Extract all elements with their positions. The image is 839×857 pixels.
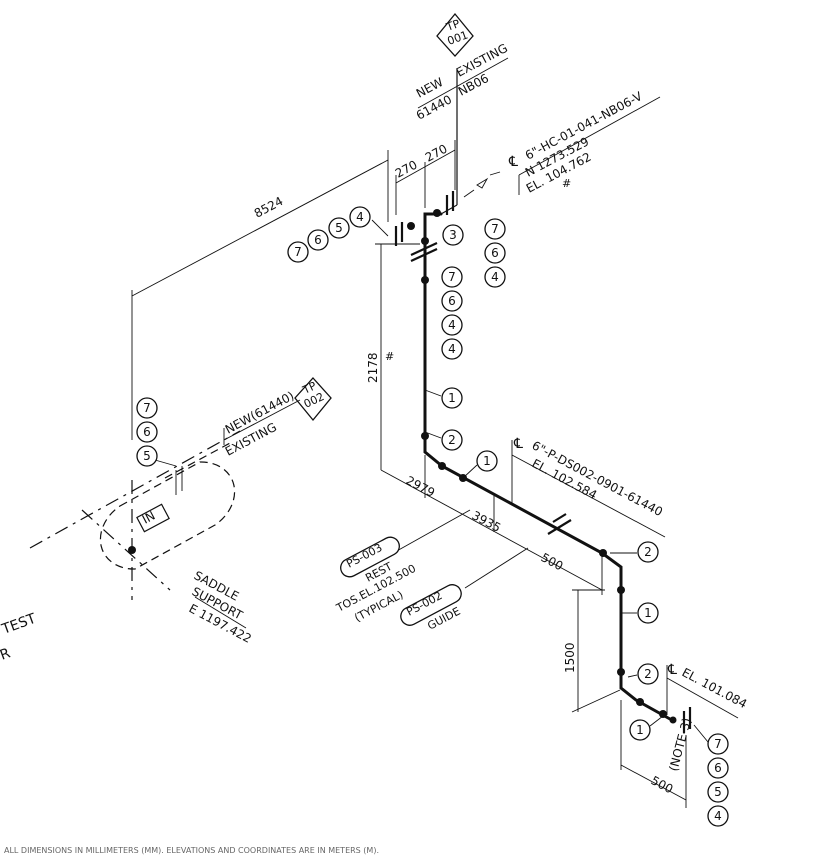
balloon: 7 — [707, 733, 729, 755]
balloon: 6 — [136, 421, 158, 443]
svg-text:2: 2 — [448, 433, 456, 447]
svg-text:3: 3 — [449, 228, 457, 242]
balloon: 4 — [349, 206, 371, 228]
svg-text:1: 1 — [636, 723, 644, 737]
svg-text:℄: ℄ — [513, 436, 523, 452]
svg-text:4: 4 — [491, 270, 499, 284]
balloon: 5 — [328, 217, 350, 239]
svg-text:TEST: TEST — [0, 611, 39, 638]
flange-bottom — [682, 707, 692, 733]
tie-point-001: TP 001 — [436, 12, 474, 57]
svg-text:270: 270 — [423, 142, 450, 165]
svg-text:4: 4 — [356, 210, 364, 224]
balloon: 7 — [441, 266, 463, 288]
svg-text:7: 7 — [143, 401, 151, 415]
svg-text:4: 4 — [448, 342, 456, 356]
flange-vertical — [410, 242, 438, 262]
dimension-8524: 8524 — [131, 150, 389, 440]
support-ps-002: PS-002 GUIDE — [400, 547, 529, 633]
flange-mid — [547, 513, 572, 535]
balloon: 6 — [484, 242, 506, 264]
balloon: 1 — [637, 602, 659, 624]
svg-text:7: 7 — [714, 737, 722, 751]
svg-text:7: 7 — [491, 222, 499, 236]
flange-top-left — [394, 222, 404, 246]
svg-text:7: 7 — [294, 245, 302, 259]
svg-text:6: 6 — [314, 233, 322, 247]
balloon: 2 — [637, 663, 659, 685]
note-3-label: (NOTE-3) — [666, 716, 694, 772]
footnote: ALL DIMENSIONS IN MILLIMETERS (MM). ELEV… — [4, 846, 379, 855]
balloon: 4 — [484, 266, 506, 288]
balloon: 3 — [442, 224, 464, 246]
balloon: 4 — [707, 805, 729, 827]
balloon: 6 — [707, 757, 729, 779]
balloon: 7 — [136, 397, 158, 419]
svg-text:#: # — [385, 350, 394, 363]
svg-text:2178: 2178 — [366, 352, 380, 383]
svg-text:5: 5 — [335, 221, 343, 235]
svg-text:6: 6 — [714, 761, 722, 775]
item-balloons: 7 6 5 4 3 7 6 4 7 6 4 4 1 2 7 6 5 1 2 1 … — [136, 206, 729, 827]
tie-in-top-labels: NEW EXISTING 61440 NB06 — [414, 41, 510, 123]
balloon: 5 — [707, 781, 729, 803]
instrument-connection — [463, 171, 501, 198]
svg-text:7: 7 — [448, 270, 456, 284]
balloon: 4 — [441, 338, 463, 360]
balloon: 1 — [476, 450, 498, 472]
line-label-low: ℄ EL. 101.084 — [666, 662, 749, 719]
svg-text:TP: TP — [300, 379, 319, 397]
svg-text:1: 1 — [644, 606, 652, 620]
svg-text:2979: 2979 — [404, 473, 438, 500]
balloon: 1 — [629, 719, 651, 741]
balloon: 7 — [287, 241, 309, 263]
dimension-1500: 1500 — [563, 589, 621, 713]
svg-text:2: 2 — [644, 545, 652, 559]
svg-text:1: 1 — [483, 454, 491, 468]
svg-text:4: 4 — [714, 809, 722, 823]
left-edge-text: TEST R — [0, 611, 39, 664]
svg-text:℄: ℄ — [667, 662, 677, 678]
svg-text:IN: IN — [140, 508, 158, 526]
svg-text:500: 500 — [539, 550, 566, 573]
svg-text:5: 5 — [714, 785, 722, 799]
svg-text:1: 1 — [448, 391, 456, 405]
flange-top-right — [445, 191, 455, 215]
balloon: 5 — [136, 445, 158, 467]
weld-dots — [407, 209, 677, 724]
svg-text:℄: ℄ — [508, 154, 518, 170]
tie-in-left-labels: NEW(61440) EXISTING — [223, 389, 301, 459]
svg-text:TP: TP — [444, 17, 462, 34]
balloon: 7 — [484, 218, 506, 240]
svg-text:6: 6 — [448, 294, 456, 308]
svg-text:6: 6 — [491, 246, 499, 260]
balloon: 2 — [637, 541, 659, 563]
svg-text:8524: 8524 — [252, 194, 286, 221]
svg-text:5: 5 — [143, 449, 151, 463]
svg-text:500: 500 — [649, 773, 676, 796]
balloon: 6 — [441, 290, 463, 312]
balloon: 2 — [441, 429, 463, 451]
balloon: 4 — [441, 314, 463, 336]
balloon: 6 — [307, 229, 329, 251]
line-label-mid: ℄ 6"-P-DS002-0901-61440 EL. 102.584 — [511, 436, 666, 538]
svg-text:#: # — [562, 177, 571, 190]
svg-text:4: 4 — [448, 318, 456, 332]
tie-point-002: TP 002 — [294, 377, 332, 422]
line-label-top: ℄ 6"-HC-01-041-NB06-V N 1273.529 EL. 104… — [508, 89, 661, 196]
dimension-2178: 2178 # — [366, 243, 420, 470]
svg-text:3935: 3935 — [470, 508, 504, 535]
svg-text:1500: 1500 — [563, 642, 577, 673]
svg-text:R: R — [0, 645, 13, 663]
dimension-270: 270 270 — [393, 140, 456, 215]
svg-text:2: 2 — [644, 667, 652, 681]
svg-text:6: 6 — [143, 425, 151, 439]
balloon: 1 — [441, 387, 463, 409]
